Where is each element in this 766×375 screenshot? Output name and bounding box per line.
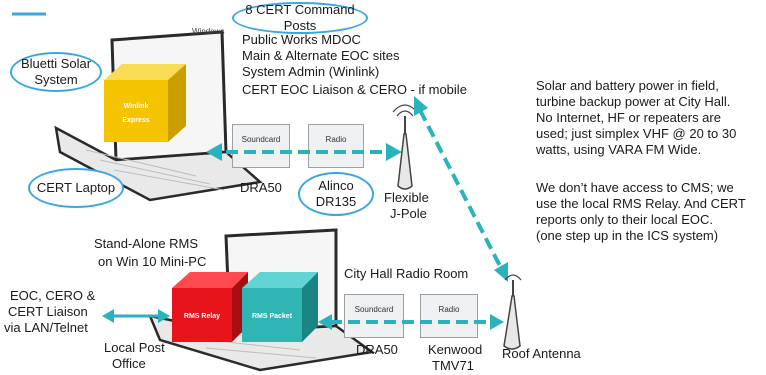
alinco-label-2: DR135 — [315, 194, 357, 209]
command-post-line-2: Main & Alternate EOC sites — [242, 48, 400, 63]
windows-os-label: Windows — [192, 27, 225, 36]
roof-antenna-label: Roof Antenna — [502, 346, 581, 361]
standalone-rms-line-1: Stand-Alone RMS — [94, 236, 199, 251]
bottom-radio-box: Radio — [420, 294, 478, 338]
post-office-line-1: Local Post — [104, 340, 165, 355]
winlink-express-cube: Winlink Express — [104, 64, 186, 142]
notes-line-3: No Internet, HF or repeaters are — [536, 110, 721, 125]
bluetti-solar-oval: Bluetti Solar System — [10, 52, 102, 92]
kenwood-label-2: TMV71 — [432, 358, 474, 373]
top-soundcard-label: Soundcard — [241, 135, 281, 144]
alinco-oval: Alinco DR135 — [298, 172, 374, 216]
jpole-label-1: Flexible — [384, 190, 429, 205]
command-posts-oval: 8 CERT Command Posts — [232, 2, 368, 34]
cert-laptop-oval: CERT Laptop — [28, 168, 124, 208]
alinco-label-1: Alinco — [318, 178, 354, 193]
winlink-label-1: Winlink — [124, 103, 149, 110]
cert-laptop-label: CERT Laptop — [36, 180, 116, 195]
command-post-line-1: Public Works MDOC — [242, 32, 361, 47]
rms-packet-label: RMS Packet — [252, 313, 293, 320]
jpole-label-2: J-Pole — [390, 206, 427, 221]
bottom-dra-label: DRA50 — [356, 342, 398, 357]
post-office-line-2: Office — [112, 356, 146, 371]
notes-line-8: reports only to their local EOC. — [536, 212, 714, 227]
notes-line-9: (one step up in the ICS system) — [536, 228, 719, 243]
notes-line-4: used; just simplex VHF @ 20 to 30 — [536, 126, 737, 141]
top-radio-box: Radio — [308, 124, 364, 168]
command-post-line-3: System Admin (Winlink) — [242, 64, 380, 79]
top-radio-label: Radio — [325, 135, 347, 144]
eoc-line-2: CERT Liaison — [8, 304, 88, 319]
eoc-line-3: via LAN/Telnet — [4, 320, 88, 335]
notes-line-2: turbine backup power at City Hall. — [536, 94, 731, 109]
bottom-radio-label: Radio — [438, 305, 460, 314]
rms-relay-label: RMS Relay — [184, 313, 220, 320]
rms-packet-cube: RMS Packet — [242, 272, 318, 342]
notes-line-7: use the local RMS Relay. And CERT — [536, 196, 746, 211]
command-post-line-4: CERT EOC Liaison & CERO - if mobile — [242, 82, 467, 97]
notes-line-5: watts, using VARA FM Wide. — [536, 142, 702, 157]
top-dra-label: DRA50 — [240, 180, 282, 195]
bottom-soundcard-box: Soundcard — [344, 294, 404, 338]
notes-line-6: We don’t have access to CMS; we — [536, 180, 734, 195]
city-hall-radio-room-label: City Hall Radio Room — [344, 266, 469, 281]
bluetti-solar-label: Bluetti Solar System — [20, 56, 92, 87]
winlink-label-2: Express — [122, 117, 149, 124]
command-posts-title: 8 CERT Command Posts — [245, 2, 355, 33]
standalone-rms-line-2: on Win 10 Mini-PC — [98, 254, 207, 269]
notes-line-1: Solar and battery power in field, — [536, 78, 719, 93]
kenwood-label-1: Kenwood — [428, 342, 483, 357]
top-soundcard-box: Soundcard — [232, 124, 290, 168]
eoc-line-1: EOC, CERO & — [10, 288, 96, 303]
bottom-soundcard-label: Soundcard — [354, 305, 394, 314]
